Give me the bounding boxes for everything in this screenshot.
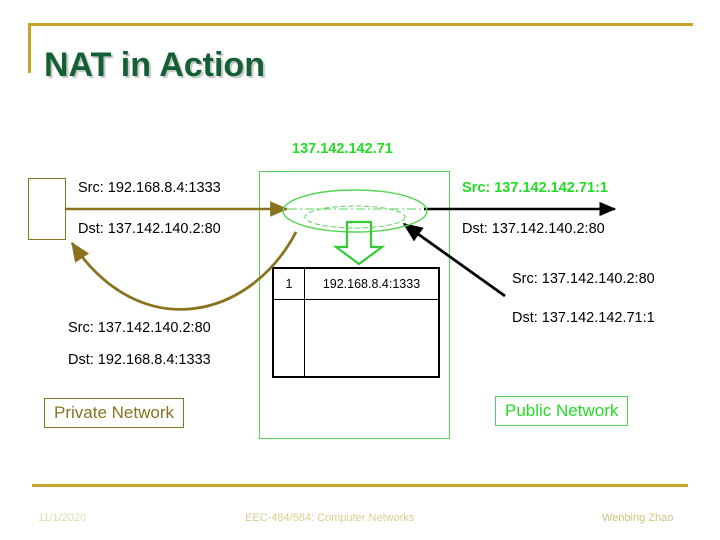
public-network-caption: Public Network [495, 396, 629, 426]
nat-row-index [272, 299, 305, 378]
public-inbound-src: Src: 137.142.140.2:80 [512, 271, 655, 287]
private-outbound-dst: Dst: 137.142.140.2:80 [78, 221, 221, 237]
footer-rule [32, 484, 688, 487]
nat-row-mapping: 192.168.8.4:1333 [304, 267, 440, 300]
nat-row-mapping [304, 299, 440, 378]
private-outbound-src: Src: 192.168.8.4:1333 [78, 180, 221, 196]
page-title: NAT in Action [44, 46, 265, 84]
private-network-caption: Private Network [44, 398, 184, 428]
footer-date: 11/1/2020 [38, 512, 87, 524]
nat-row-index: 1 [272, 267, 305, 300]
nat-mapping-table: 1 192.168.8.4:1333 [272, 267, 440, 378]
host-box-icon [28, 178, 66, 240]
title-rule-left [28, 23, 31, 73]
public-outbound-src: Src: 137.142.142.71:1 [462, 180, 608, 196]
footer-course: EEC-484/584: Computer Networks [245, 512, 415, 524]
table-row [272, 299, 440, 378]
public-outbound-dst: Dst: 137.142.140.2:80 [462, 221, 605, 237]
public-ip-label: 137.142.142.71 [292, 141, 393, 157]
private-inbound-src: Src: 137.142.140.2:80 [68, 320, 211, 336]
footer-author: Wenbing Zhao [602, 512, 674, 524]
private-inbound-dst: Dst: 192.168.8.4:1333 [68, 352, 211, 368]
public-inbound-dst: Dst: 137.142.142.71:1 [512, 310, 655, 326]
title-rule-top [28, 23, 693, 26]
table-row: 1 192.168.8.4:1333 [272, 267, 440, 300]
